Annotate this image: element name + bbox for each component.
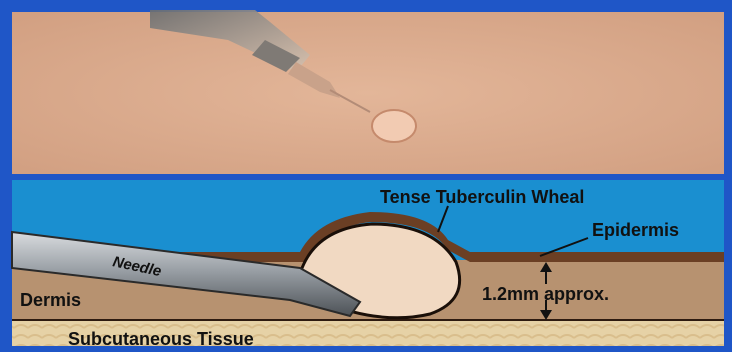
subcutaneous-label: Subcutaneous Tissue: [68, 329, 254, 349]
measurement-label: 1.2mm approx.: [482, 284, 609, 304]
dermis-label: Dermis: [20, 290, 81, 310]
photo-panel: [12, 10, 724, 174]
diagram-panel: Needle Tense Tuberculin Wheal Epidermis …: [12, 180, 724, 349]
photo-wheal: [372, 110, 416, 142]
wheal-label: Tense Tuberculin Wheal: [380, 187, 584, 207]
epidermis-label: Epidermis: [592, 220, 679, 240]
skin-photo: [12, 12, 724, 174]
